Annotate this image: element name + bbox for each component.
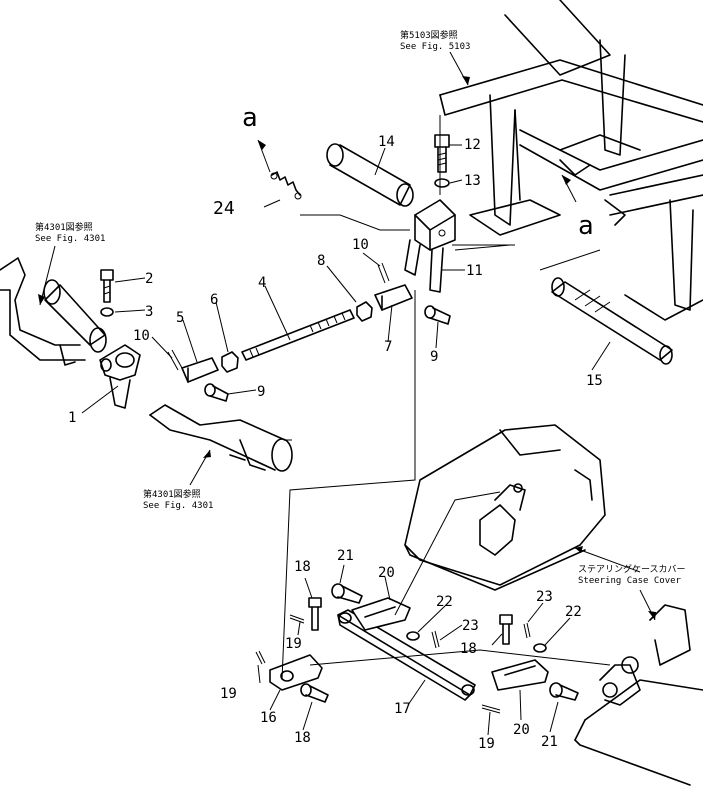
part-number-13: 13 <box>464 173 481 189</box>
leader-lines <box>39 51 656 736</box>
lever-1 <box>99 344 141 409</box>
pin-18-bottom <box>300 683 329 703</box>
part-number-5: 5 <box>176 310 184 326</box>
bolt-21-lower <box>549 682 579 701</box>
part-number-7: 7 <box>384 339 392 355</box>
steering-housing <box>574 604 703 786</box>
lever-left-upper <box>0 257 107 366</box>
rod-4 <box>241 309 355 361</box>
arm-20-lower <box>491 659 549 691</box>
ref-fig4301-bottom-en: See Fig. 4301 <box>143 501 213 511</box>
part-number-21-lower: 21 <box>541 734 558 750</box>
cotter-pin-10-left <box>167 349 183 371</box>
bolt-2 <box>100 269 114 303</box>
bolt-21-upper <box>331 583 363 604</box>
part-number-10-right: 10 <box>352 237 369 253</box>
washer-3 <box>100 307 114 317</box>
nut-8 <box>356 301 373 322</box>
part-number-10-left: 10 <box>133 328 150 344</box>
part-number-19-right: 19 <box>478 736 495 752</box>
link-16 <box>269 654 323 691</box>
clevis-7 <box>374 284 413 311</box>
part-number-16: 16 <box>260 710 277 726</box>
part-number-23-right: 23 <box>536 589 553 605</box>
part-number-22-right: 22 <box>565 604 582 620</box>
shaft-15 <box>551 277 673 365</box>
part-number-19-left: 19 <box>220 686 237 702</box>
part-number-24: 24 <box>213 198 235 219</box>
pin-18-left <box>308 597 322 631</box>
cross-bar-17 <box>337 609 476 701</box>
cotter-pin-23-left <box>431 630 440 649</box>
ref-fig4301-top-jp: 第4301図参照 <box>35 221 93 233</box>
part-number-6: 6 <box>210 292 218 308</box>
tube-14 <box>326 143 414 207</box>
part-number-14: 14 <box>378 134 395 150</box>
part-number-12: 12 <box>464 137 481 153</box>
cotter-pin-19-mid <box>289 614 305 624</box>
marker-labels: a a <box>242 103 594 241</box>
washer-22-right <box>533 643 547 653</box>
part-number-20-lower: 20 <box>513 722 530 738</box>
part-number-1: 1 <box>68 410 76 426</box>
pin-9-right <box>424 305 451 325</box>
spring-24 <box>270 171 302 200</box>
part-number-18-bottom: 18 <box>294 730 311 746</box>
part-number-22-left: 22 <box>436 594 453 610</box>
nut-6 <box>221 351 239 373</box>
bolt-12 <box>434 134 450 173</box>
cotter-pin-19-left <box>255 650 266 665</box>
pin-9-left <box>204 383 229 402</box>
part-number-11: 11 <box>466 263 483 279</box>
washer-13 <box>434 178 450 188</box>
part-number-19-mid: 19 <box>285 636 302 652</box>
part-number-23-left: 23 <box>462 618 479 634</box>
part-number-18-right: 18 <box>460 641 477 657</box>
part-number-15: 15 <box>586 373 603 389</box>
cotter-pin-19-right <box>481 704 501 714</box>
part-number-21-upper: 21 <box>337 548 354 564</box>
bracket-11 <box>404 199 456 293</box>
part-number-9-left: 9 <box>257 384 265 400</box>
part-number-18-top: 18 <box>294 559 311 575</box>
reference-labels: 第5103図参照 See Fig. 5103 第4301図参照 See Fig.… <box>35 29 686 586</box>
ref-steering-en: Steering Case Cover <box>578 576 682 586</box>
ref-steering-jp: ステアリングケースカバー <box>578 563 686 575</box>
clevis-5 <box>181 357 219 383</box>
pin-18-right <box>499 614 513 645</box>
part-number-8: 8 <box>317 253 325 269</box>
lever-left-lower <box>149 404 293 472</box>
part-number-2: 2 <box>145 271 153 287</box>
part-number-20-upper: 20 <box>378 565 395 581</box>
washer-22-left <box>406 631 420 641</box>
cotter-pin-23-right <box>523 622 531 639</box>
steering-case-cover <box>404 424 606 591</box>
ref-fig4301-top-en: See Fig. 4301 <box>35 234 105 244</box>
marker-a-right: a <box>578 211 594 241</box>
ref-fig4301-bottom-jp: 第4301図参照 <box>143 488 201 500</box>
part-number-17: 17 <box>394 701 411 717</box>
part-number-4: 4 <box>258 275 266 291</box>
part-number-3: 3 <box>145 304 153 320</box>
frame-assembly <box>439 0 703 321</box>
arrowheads <box>38 76 656 620</box>
cotter-pin-10-right <box>377 262 390 284</box>
connection-lines <box>281 115 611 681</box>
ref-fig5103-jp: 第5103図参照 <box>400 29 458 41</box>
marker-a-top: a <box>242 103 258 133</box>
ref-fig5103-en: See Fig. 5103 <box>400 42 470 52</box>
arm-20-upper <box>351 597 411 631</box>
part-number-9-right: 9 <box>430 349 438 365</box>
part-number-labels: 1 2 3 4 5 6 7 8 9 9 10 10 11 12 13 14 15… <box>68 134 603 752</box>
